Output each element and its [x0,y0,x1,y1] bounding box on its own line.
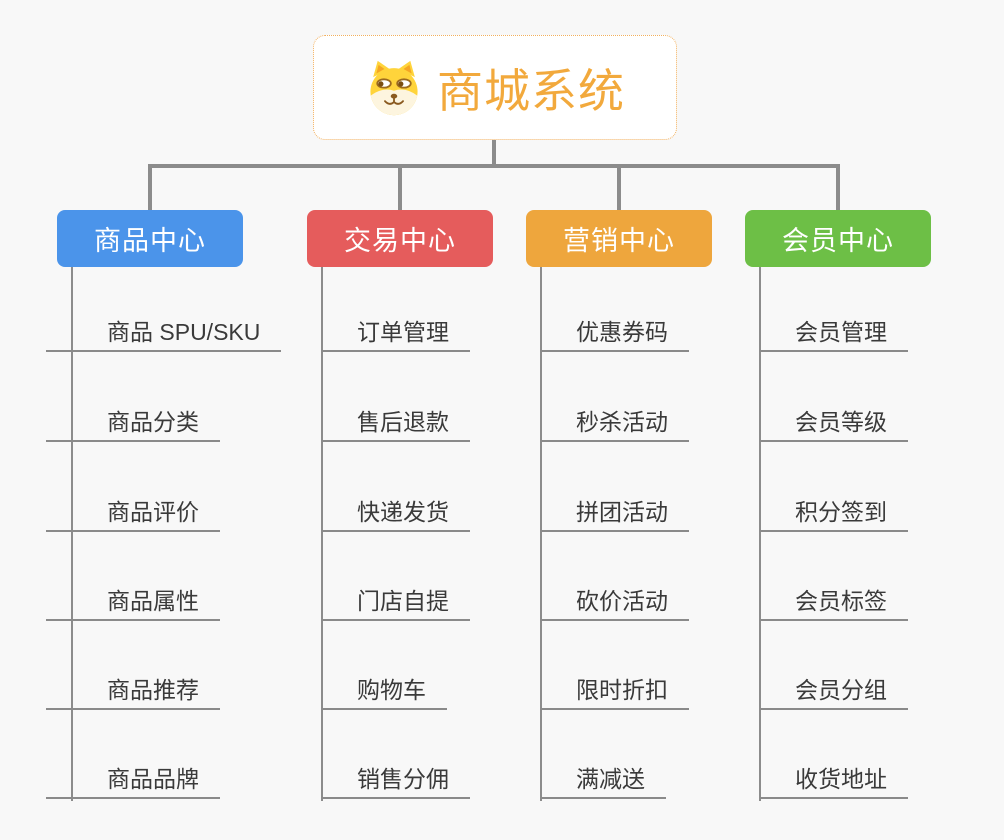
connector-bus [148,164,840,168]
leaf-limited-time-discount[interactable]: 限时折扣 [541,674,689,710]
leaf-points-checkin[interactable]: 积分签到 [760,496,908,532]
connector-drop-4 [836,164,840,210]
leaf-shipping-address[interactable]: 收货地址 [760,763,908,799]
root-node[interactable]: 商城系统 [313,35,677,140]
connector-drop-2 [398,164,402,210]
leaf-flash-sale[interactable]: 秒杀活动 [541,406,689,442]
connector-drop-1 [148,164,152,210]
leaf-store-pickup[interactable]: 门店自提 [322,585,470,621]
branch-trade-center[interactable]: 交易中心 [307,210,493,267]
leaf-shopping-cart[interactable]: 购物车 [322,674,447,710]
leaf-member-group[interactable]: 会员分组 [760,674,908,710]
trunk-product [71,267,73,801]
leaf-coupon-code[interactable]: 优惠券码 [541,316,689,352]
connector-root-stub [492,140,496,166]
leaf-product-review[interactable]: 商品评价 [46,496,220,532]
leaf-product-spu-sku[interactable]: 商品 SPU/SKU [46,316,282,352]
leaf-product-brand[interactable]: 商品品牌 [46,763,220,799]
leaf-order-management[interactable]: 订单管理 [322,316,470,352]
branch-member-center[interactable]: 会员中心 [745,210,931,267]
trunk-trade [321,267,323,801]
branch-marketing-center[interactable]: 营销中心 [526,210,712,267]
leaf-group-buy[interactable]: 拼团活动 [541,496,689,532]
leaf-aftersale-refund[interactable]: 售后退款 [322,406,470,442]
root-title: 商城系统 [437,64,625,117]
leaf-member-management[interactable]: 会员管理 [760,316,908,352]
trunk-marketing [540,267,542,801]
leaf-product-category[interactable]: 商品分类 [46,406,220,442]
leaf-spend-and-save[interactable]: 满减送 [541,763,666,799]
connector-drop-3 [617,164,621,210]
doge-face-icon [370,60,418,115]
trunk-member [759,267,761,801]
leaf-member-level[interactable]: 会员等级 [760,406,908,442]
leaf-product-recommend[interactable]: 商品推荐 [46,674,220,710]
leaf-product-attribute[interactable]: 商品属性 [46,585,220,621]
leaf-sales-commission[interactable]: 销售分佣 [322,763,470,799]
branch-product-center[interactable]: 商品中心 [57,210,243,267]
leaf-express-delivery[interactable]: 快递发货 [322,496,470,532]
leaf-member-tag[interactable]: 会员标签 [760,585,908,621]
leaf-bargain-activity[interactable]: 砍价活动 [541,585,689,621]
